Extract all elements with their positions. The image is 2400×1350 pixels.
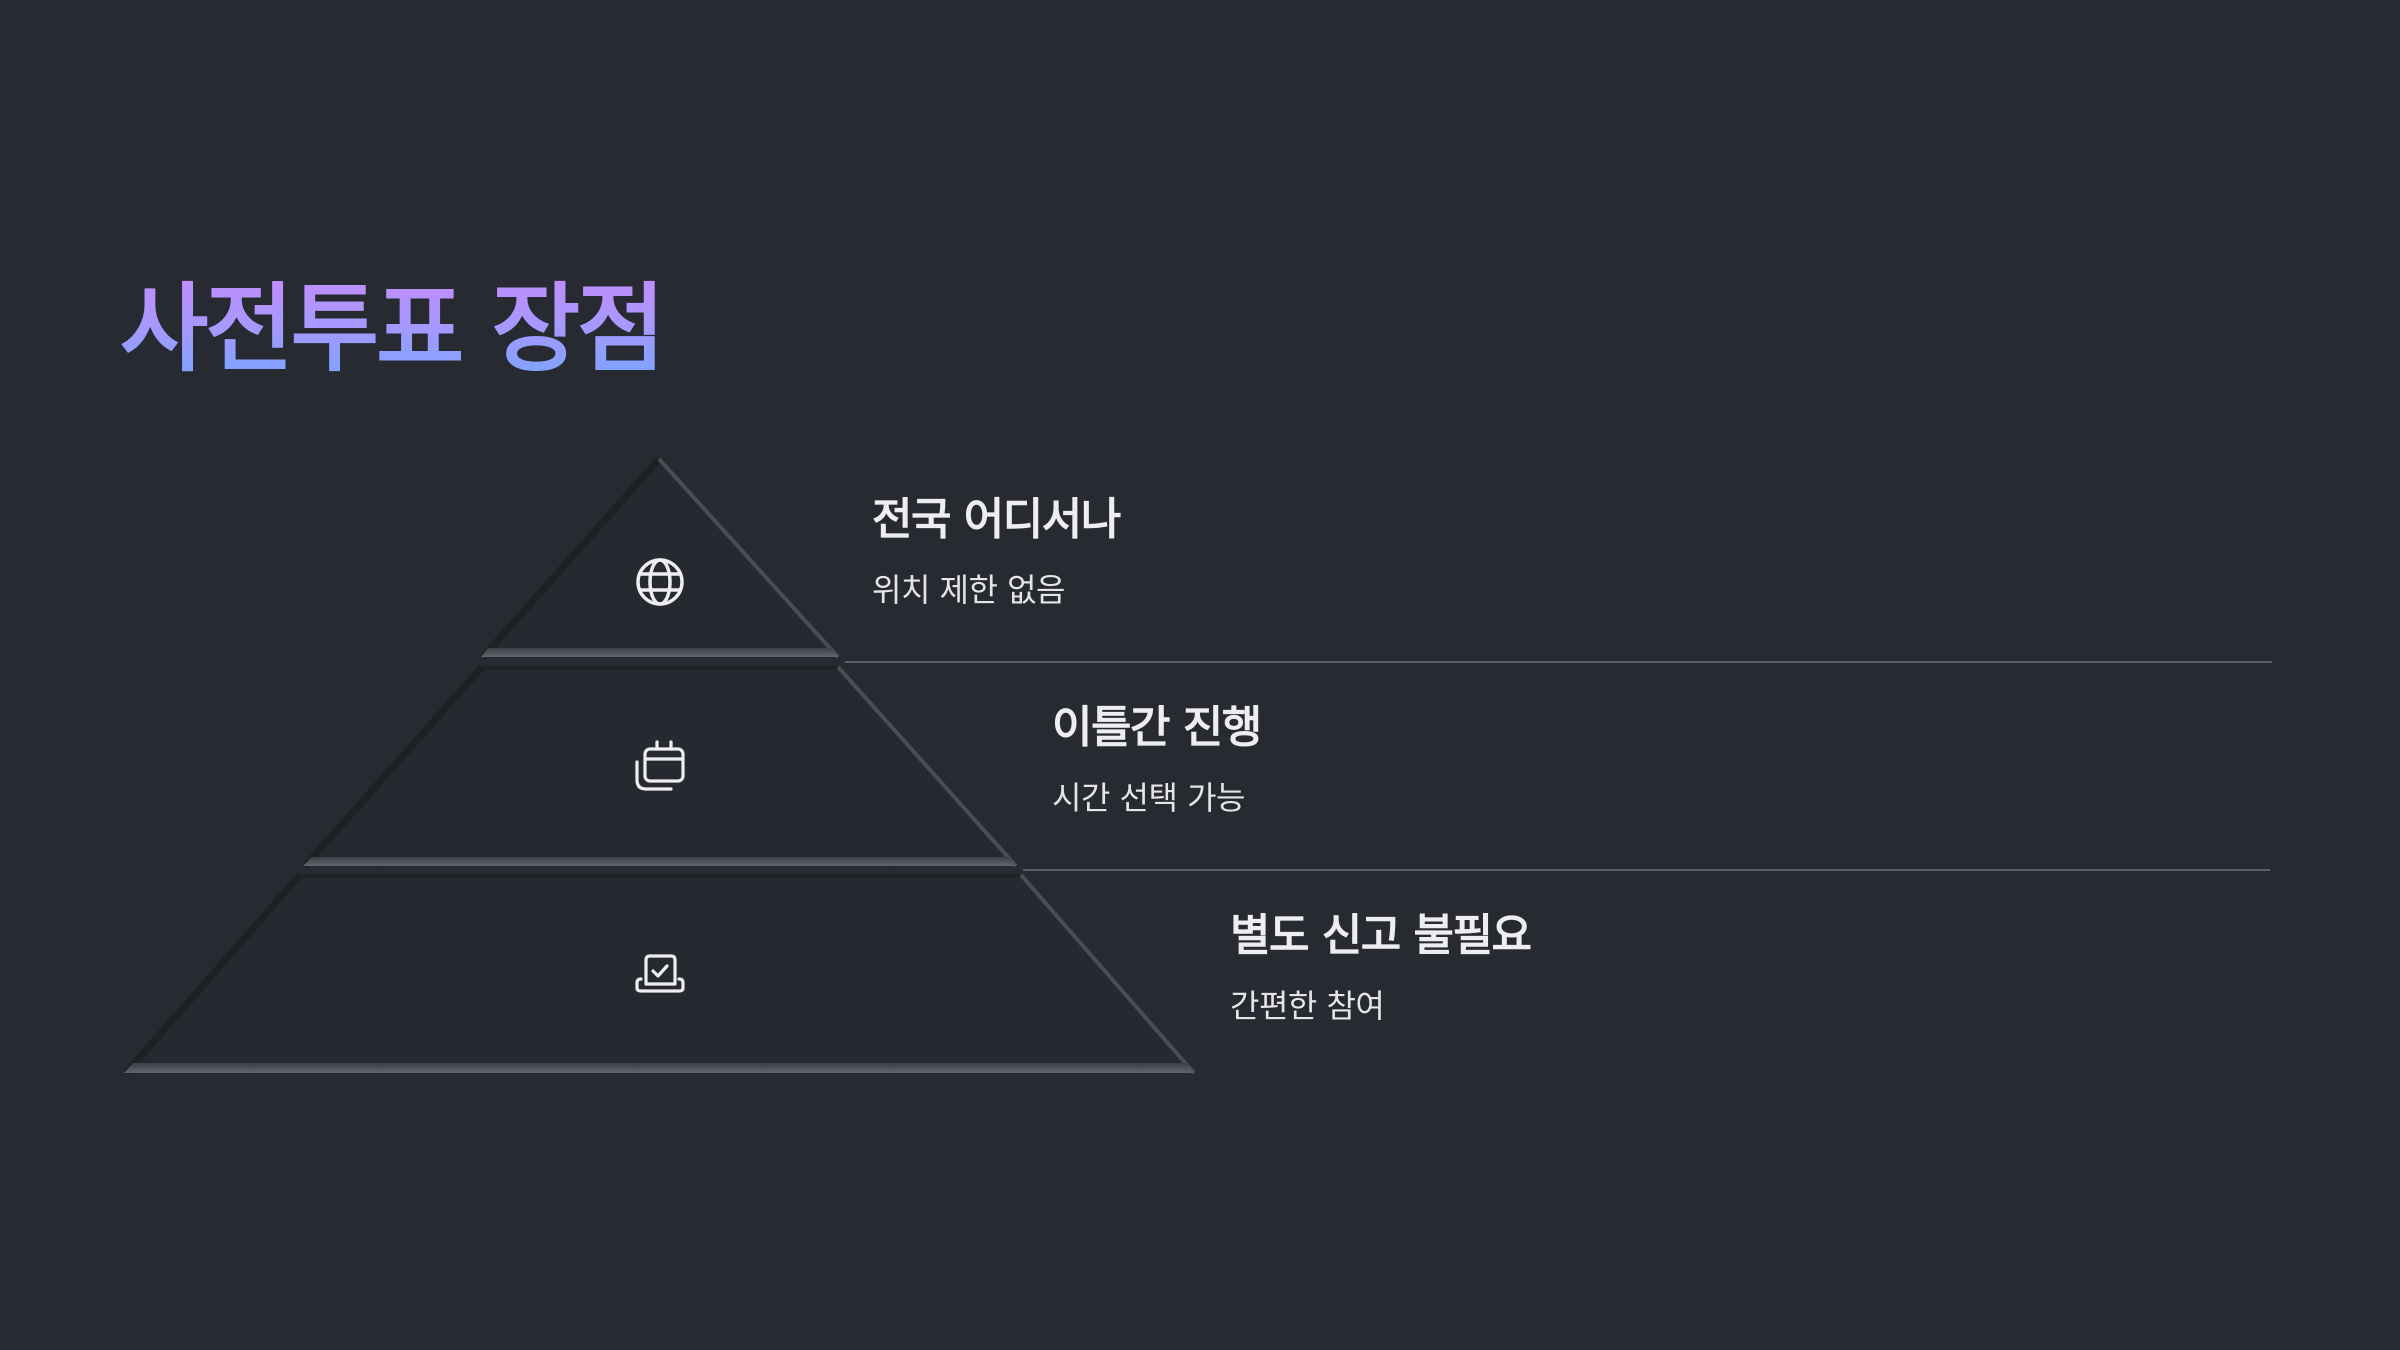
pyramid-tier-2 [302,664,1018,869]
pyramid-tier-1 [480,456,840,660]
slide-title: 사전투표 장점 [120,272,665,387]
tier-2-text: 이틀간 진행 시간 선택 가능 [1052,700,1262,818]
tier-2-description: 시간 선택 가능 [1052,779,1245,817]
divider-line-2 [1023,869,2270,871]
tier-3-heading: 별도 신고 불필요 [1230,910,1532,961]
ballot-box-icon [635,954,685,993]
tier-1-text: 전국 어디서나 위치 제한 없음 [872,492,1121,610]
tier-1-heading: 전국 어디서나 [872,494,1121,545]
calendar-stack-icon [635,740,685,791]
tier-1-description: 위치 제한 없음 [872,571,1065,609]
divider-line-1 [845,661,2272,663]
globe-icon [636,558,684,606]
tier-2-heading: 이틀간 진행 [1052,702,1262,753]
tier-3-description: 간편한 참여 [1230,987,1385,1025]
tier-3-text: 별도 신고 불필요 간편한 참여 [1230,908,1532,1026]
